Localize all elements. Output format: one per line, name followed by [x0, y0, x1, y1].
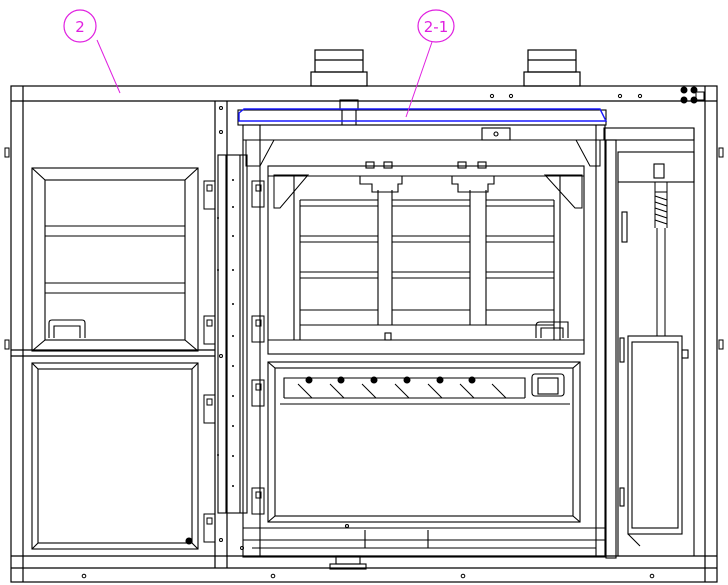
top-fan-housing-right — [523, 49, 581, 87]
hinges-inner — [251, 180, 265, 515]
callout-balloon-2: 2 — [63, 9, 121, 94]
callout-balloon-2-1: 2-1 — [405, 9, 455, 118]
hinges-left — [203, 180, 216, 543]
top-holes — [219, 93, 643, 542]
corner-bolt-cluster — [680, 86, 705, 104]
callout-label-2-1: 2-1 — [424, 18, 449, 36]
left-lower-panel — [31, 362, 199, 550]
top-fan-housing-left — [310, 49, 368, 87]
callout-label-2: 2 — [75, 18, 85, 36]
rail-dots — [217, 179, 234, 487]
right-column — [603, 127, 695, 559]
base-feet — [300, 523, 429, 570]
filter-cassette-upper — [267, 161, 585, 355]
coil-bolts — [305, 376, 476, 384]
part-2-1-outline — [238, 108, 608, 122]
outer-frame — [10, 85, 718, 583]
frame-side-marks — [4, 147, 724, 350]
actuator-motor — [627, 335, 689, 547]
coil-section — [267, 361, 581, 523]
corner-braces — [245, 139, 601, 209]
left-upper-panel — [31, 167, 199, 352]
bottom-holes — [81, 546, 655, 579]
coil-diagonals — [297, 383, 507, 399]
spring-screw — [654, 181, 668, 336]
vertical-filter-rail — [217, 154, 248, 514]
